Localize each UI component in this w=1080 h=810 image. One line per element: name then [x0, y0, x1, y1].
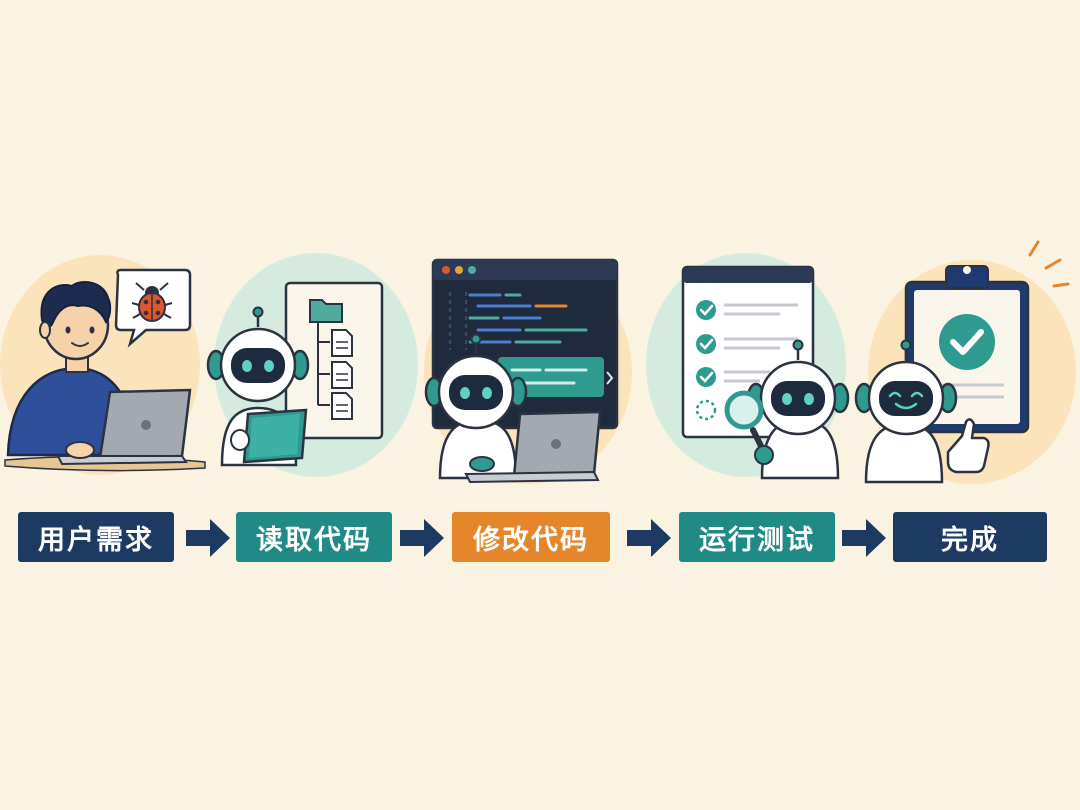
robot-icon [854, 339, 958, 436]
step-label-text: 用户需求 [38, 524, 154, 556]
laptop-icon [464, 410, 602, 484]
file-icon [331, 329, 353, 420]
step-label-text: 修改代码 [473, 524, 589, 556]
step-label-text: 运行测试 [699, 524, 815, 556]
step-label-modify-code: 修改代码 [452, 512, 610, 562]
arrow-icon [627, 519, 671, 557]
step1-illustration [0, 255, 206, 475]
step-label-read-code: 读取代码 [236, 512, 392, 562]
step5-illustration [854, 240, 1076, 484]
step2-illustration [206, 253, 418, 477]
bug-icon [114, 268, 192, 348]
arrow-icon [186, 519, 230, 557]
step-label-run-tests: 运行测试 [679, 512, 835, 562]
arrow-icon [842, 519, 886, 557]
step3-illustration [424, 258, 632, 484]
arrow-icon [400, 519, 444, 557]
folder-icon [309, 299, 343, 323]
step-label-user-requirement: 用户需求 [18, 512, 174, 562]
thumbs-up-icon [946, 418, 990, 474]
step4-illustration [646, 253, 850, 480]
step-label-text: 读取代码 [256, 524, 372, 556]
step-label-done: 完成 [893, 512, 1047, 562]
tablet-icon [242, 408, 308, 464]
step-label-text: 完成 [941, 524, 999, 556]
